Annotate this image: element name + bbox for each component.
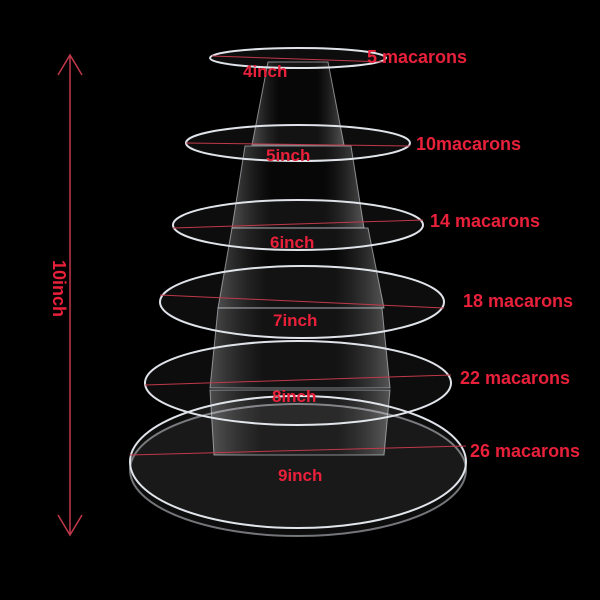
diameter-lines bbox=[129, 55, 467, 456]
tier-size-label: 7inch bbox=[273, 311, 318, 330]
height-arrow bbox=[57, 53, 83, 537]
tier-capacity-label: 10macarons bbox=[416, 134, 522, 154]
tier-capacity-label: 14 macarons bbox=[430, 211, 541, 231]
plate-4inch bbox=[209, 47, 387, 69]
tier-size-label: 6inch bbox=[270, 233, 315, 252]
tier-size-label: 4inch bbox=[243, 62, 288, 81]
tier-capacity-label: 5 macarons bbox=[367, 47, 468, 67]
plate-9inch bbox=[129, 395, 467, 529]
tier-capacity-label: 18 macarons bbox=[463, 291, 574, 311]
height-label: 10inch bbox=[49, 259, 70, 318]
plate-6inch bbox=[172, 199, 424, 251]
tier-capacity-label: 26 macarons bbox=[470, 441, 581, 461]
tier-capacity-label: 22 macarons bbox=[460, 368, 571, 388]
tier-size-label: 5inch bbox=[266, 146, 311, 165]
tier-size-label: 8inch bbox=[272, 387, 317, 406]
plates bbox=[129, 47, 467, 537]
tier-size-label: 9inch bbox=[278, 466, 323, 485]
